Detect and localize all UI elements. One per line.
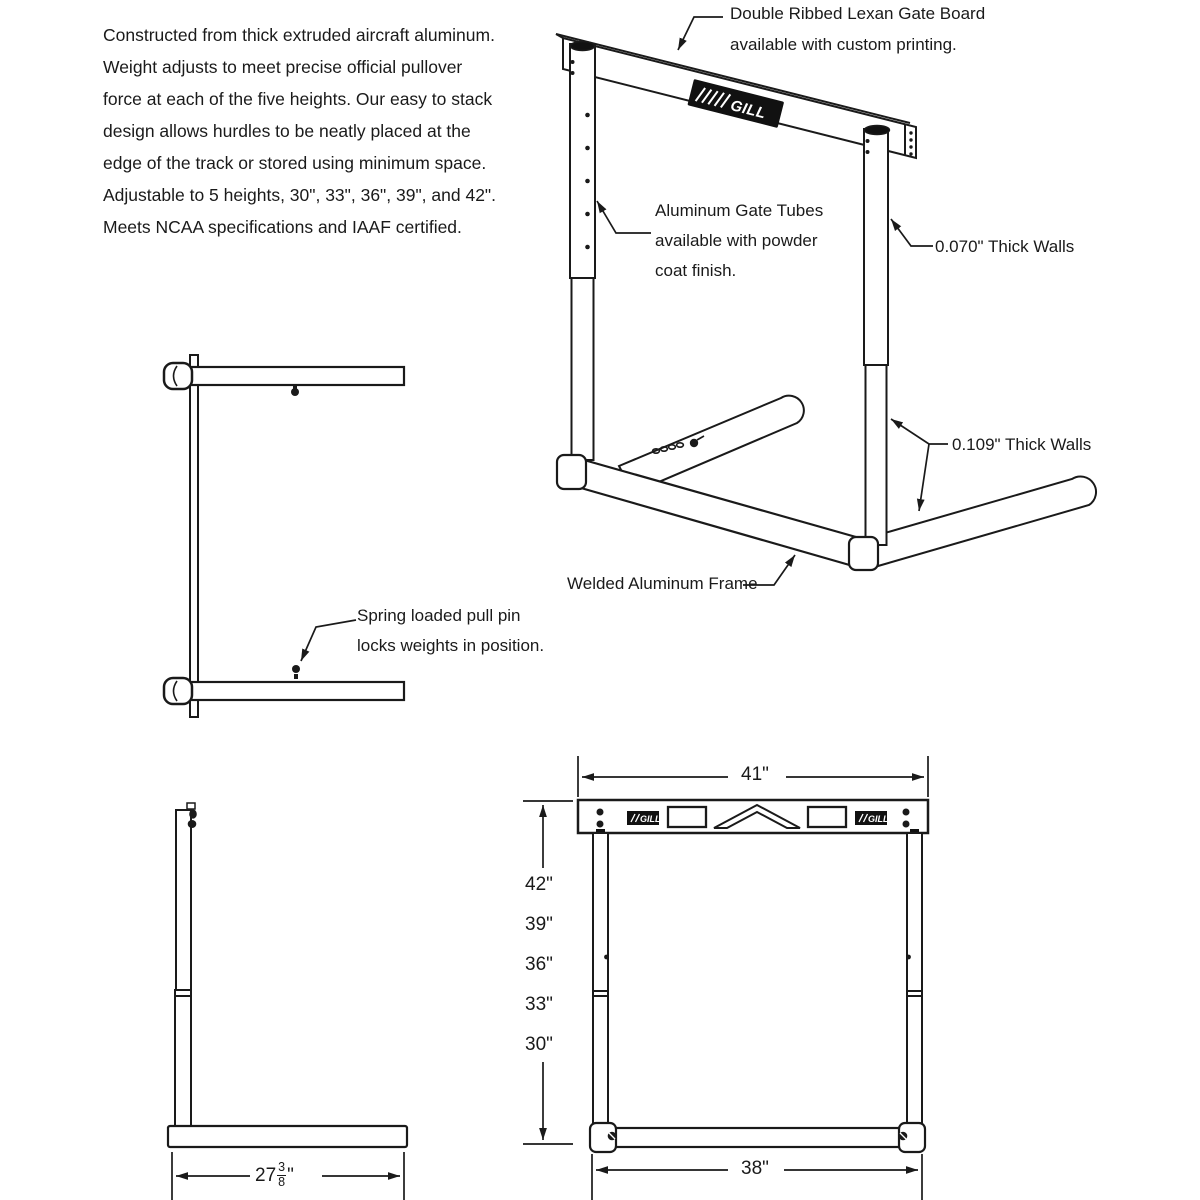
top-view [162, 354, 406, 718]
spring-pull-pin [291, 385, 300, 679]
left-base-leg [617, 394, 805, 495]
gate-board-edge [189, 354, 199, 718]
right-base-leg [862, 475, 1098, 568]
description-line: force at each of the five heights. Our e… [103, 89, 493, 109]
chevron-graphic [713, 803, 801, 829]
callout-gate-board-line2: available with custom printing. [730, 35, 957, 54]
left-gate-tube [569, 40, 596, 461]
side-view [166, 802, 409, 1149]
height-label-36: 36" [525, 954, 553, 975]
pull-pin-chain [651, 435, 705, 454]
callout-gate-board-line1: Double Ribbed Lexan Gate Board [730, 4, 986, 23]
height-label-30: 30" [525, 1034, 553, 1055]
product-description: Constructed from thick extruded aircraft… [103, 19, 496, 243]
gill-logo-isometric: GILL [687, 79, 784, 128]
pull-pin-knob [186, 802, 197, 828]
left-upright [592, 832, 609, 1129]
right-upright [906, 832, 923, 1129]
bottom-leg [169, 680, 406, 702]
board-panel-right [806, 805, 848, 829]
base-depth-dimension: 27 3 8 " [255, 1160, 294, 1191]
gill-logo-front-left: GILL [627, 811, 661, 825]
base-depth-whole: 27 [255, 1165, 277, 1187]
top-weight-cap [162, 361, 194, 391]
left-foot [555, 453, 588, 491]
leader-lines [300, 16, 948, 662]
description-line: design allows hurdles to be neatly place… [103, 121, 471, 141]
gate-width-dimension: 41" [741, 764, 769, 785]
description-line: edge of the track or stored using minimu… [103, 153, 487, 173]
description-line: Constructed from thick extruded aircraft… [103, 25, 495, 45]
callout-welded-frame: Welded Aluminum Frame [567, 574, 758, 593]
callout-wall-thickness-bottom: 0.109" Thick Walls [952, 435, 1092, 454]
post-lower [174, 989, 192, 1129]
right-foot [847, 535, 880, 572]
base-depth-denominator: 8 [278, 1174, 286, 1189]
height-label-39: 39" [525, 914, 553, 935]
bottom-crossbar [590, 1126, 924, 1149]
bottom-weight-cap [162, 676, 194, 706]
gill-logo-text: GILL [868, 814, 889, 824]
post-upper [175, 809, 192, 991]
base-depth-unit: " [287, 1165, 294, 1187]
front-crossbar [579, 458, 858, 568]
isometric-view: GILL [555, 33, 1098, 572]
right-gate-tube [863, 124, 891, 546]
base-depth-numerator: 3 [277, 1160, 287, 1176]
callout-pull-pin-line2: locks weights in position. [357, 636, 545, 655]
base-depth-fraction: 3 8 [277, 1160, 287, 1190]
top-leg [169, 365, 406, 387]
board-panel-left [666, 805, 708, 829]
callout-wall-thickness-top: 0.070" Thick Walls [935, 237, 1075, 256]
description-line: Adjustable to 5 heights, 30", 33", 36", … [103, 185, 496, 205]
gill-logo-text: GILL [640, 814, 661, 824]
callout-gate-tubes-line1: Aluminum Gate Tubes [655, 201, 824, 220]
height-label-33: 33" [525, 994, 553, 1015]
front-view: GILL GILL [576, 798, 930, 1154]
callout-gate-tubes-line3: coat finish. [655, 261, 737, 280]
gill-logo-front-right: GILL [855, 811, 889, 825]
description-line: Weight adjusts to meet precise official … [103, 57, 463, 77]
dimension-lines [171, 756, 929, 1200]
description-line: Meets NCAA specifications and IAAF certi… [103, 217, 462, 237]
callout-pull-pin-line1: Spring loaded pull pin [357, 606, 521, 625]
callout-gate-tubes-line2: available with powder [655, 231, 818, 250]
height-label-42: 42" [525, 874, 553, 895]
base-width-dimension: 38" [741, 1158, 769, 1179]
base-bar [166, 1124, 409, 1149]
